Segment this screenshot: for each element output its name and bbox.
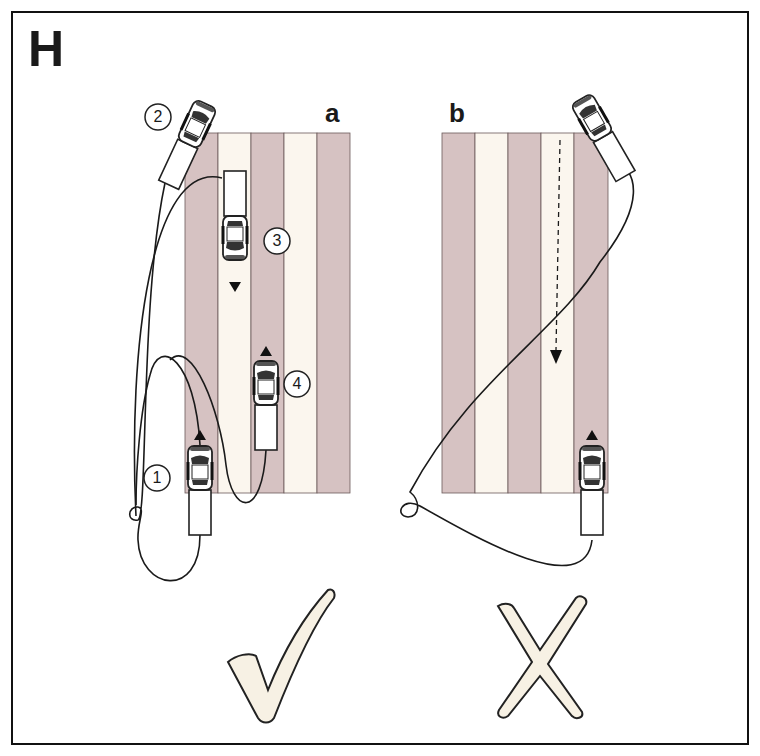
panel-letter: b — [449, 100, 465, 126]
frame — [12, 12, 748, 744]
callout-circle: 2 — [144, 103, 172, 131]
figure-letter: H — [28, 24, 64, 74]
callout-circle: 4 — [283, 370, 311, 398]
callout-number: 3 — [273, 233, 282, 249]
callout-circle: 3 — [263, 227, 291, 255]
bays-b — [442, 133, 608, 493]
bays-a — [185, 133, 350, 493]
driving-paths — [130, 140, 634, 581]
cross-mark — [498, 596, 586, 718]
panel-letter: a — [325, 100, 339, 126]
callout-number: 1 — [153, 470, 162, 486]
callout-number: 2 — [154, 109, 163, 125]
direction-arrows — [194, 282, 598, 440]
check-mark — [228, 589, 335, 722]
callout-number: 4 — [293, 376, 302, 392]
direction-arrow — [550, 350, 562, 364]
callout-circle: 1 — [143, 464, 171, 492]
